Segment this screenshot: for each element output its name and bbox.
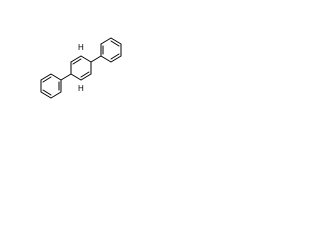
ring-double-bond [42,89,52,96]
ring-outline [100,37,122,63]
bond-lower-link [60,73,72,81]
atom-label-bottom: H [78,84,84,93]
bond-c1-c2 [80,55,92,63]
central-double-bond [80,71,90,78]
bond-c5-c6 [80,73,92,81]
bond-c2-c3 [70,55,82,63]
ring-double-bond [110,53,120,60]
ring-outline [40,73,62,99]
phenyl-ring-lower [40,73,62,99]
phenyl-ring-upper [100,37,122,63]
central-ring [70,55,92,81]
structure-canvas: H H [0,0,152,152]
ring-double-bond [42,76,52,83]
central-double-bond [72,58,82,65]
bond-c4-c5 [70,73,82,81]
ring-double-bond [110,40,120,47]
bond-upper-link [90,55,102,63]
molecule-drawing: H H [40,37,122,99]
atom-label-top: H [78,43,84,52]
